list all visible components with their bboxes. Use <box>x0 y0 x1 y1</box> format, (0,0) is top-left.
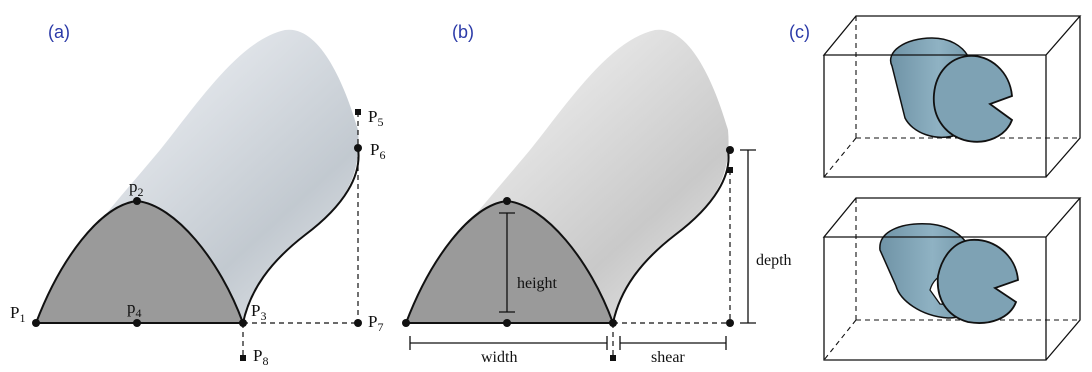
point-b-right <box>609 319 617 327</box>
point-p8 <box>240 355 246 361</box>
label-p3: P3 <box>251 301 266 323</box>
width-label: width <box>481 349 517 366</box>
point-p7 <box>354 319 362 327</box>
tube-top-face <box>932 55 1014 143</box>
label-p2: p2 <box>129 177 144 199</box>
panel-a-label: (a) <box>48 22 70 42</box>
panel-b: (b) height width shear depth <box>402 22 792 366</box>
panel-c: (c) <box>789 15 1082 361</box>
depth-dimension <box>740 149 756 324</box>
height-dimension <box>499 212 515 313</box>
tube-bottom-face <box>936 239 1019 324</box>
point-b-bottom <box>610 355 616 361</box>
panel-b-label: (b) <box>452 22 474 42</box>
sweep-curve-b <box>612 149 730 324</box>
label-p7: P7 <box>368 312 383 334</box>
box-bottom <box>822 197 1082 361</box>
label-p5: P5 <box>368 107 383 129</box>
panel-a: (a) P1 p2 P3 p4 P5 P6 P7 P8 <box>10 22 385 368</box>
point-b-top <box>727 167 733 173</box>
width-dimension <box>409 336 608 350</box>
label-p6: P6 <box>370 140 385 162</box>
point-p3 <box>239 319 247 327</box>
sweep-curve-a <box>242 147 360 324</box>
point-b-corner <box>726 319 734 327</box>
label-p8: P8 <box>253 346 268 368</box>
point-p4 <box>133 319 141 327</box>
point-b-left <box>402 319 410 327</box>
point-b-curve-end <box>726 146 734 154</box>
shear-dimension <box>619 336 727 350</box>
shear-label: shear <box>651 349 685 366</box>
depth-label: depth <box>756 252 792 269</box>
point-b-apex <box>503 197 511 205</box>
panel-c-label: (c) <box>789 22 810 42</box>
point-p6 <box>354 144 362 152</box>
point-p2 <box>133 197 141 205</box>
label-p1: P1 <box>10 303 25 325</box>
box-top <box>822 15 1082 178</box>
height-label: height <box>517 275 558 292</box>
point-p5 <box>355 109 361 115</box>
point-p1 <box>32 319 40 327</box>
label-p4: p4 <box>127 298 142 320</box>
point-b-mid <box>503 319 511 327</box>
